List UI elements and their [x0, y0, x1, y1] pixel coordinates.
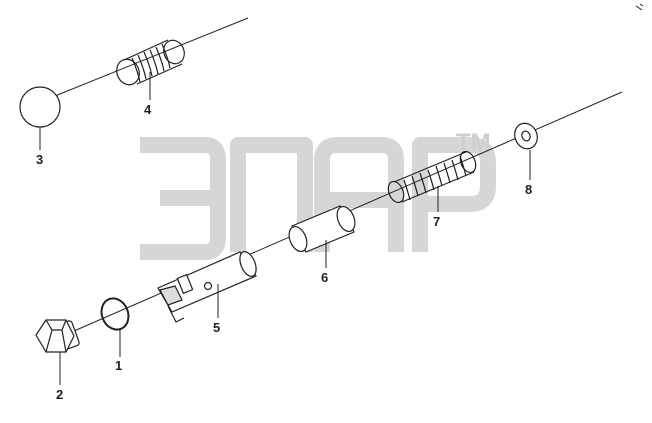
callout-2: 2 [56, 387, 63, 402]
callout-6: 6 [321, 270, 328, 285]
callout-3: 3 [36, 152, 43, 167]
leader-lines [39, 72, 531, 385]
part-4-spring [116, 39, 185, 86]
callout-8: 8 [525, 182, 532, 197]
part-3-ball [19, 86, 61, 128]
part-5-sleeve [157, 251, 257, 323]
callout-7: 7 [433, 214, 440, 229]
upper-axis-line [49, 17, 249, 99]
part-2-plug [35, 319, 80, 353]
callout-5: 5 [213, 320, 220, 335]
part-1-oring [100, 297, 130, 331]
corner-mark-icon [635, 3, 644, 11]
part-6-piston [288, 205, 356, 253]
watermark-logo [140, 137, 496, 260]
part-8-washer [514, 122, 538, 150]
callout-4: 4 [144, 102, 152, 117]
callout-1: 1 [115, 358, 122, 373]
